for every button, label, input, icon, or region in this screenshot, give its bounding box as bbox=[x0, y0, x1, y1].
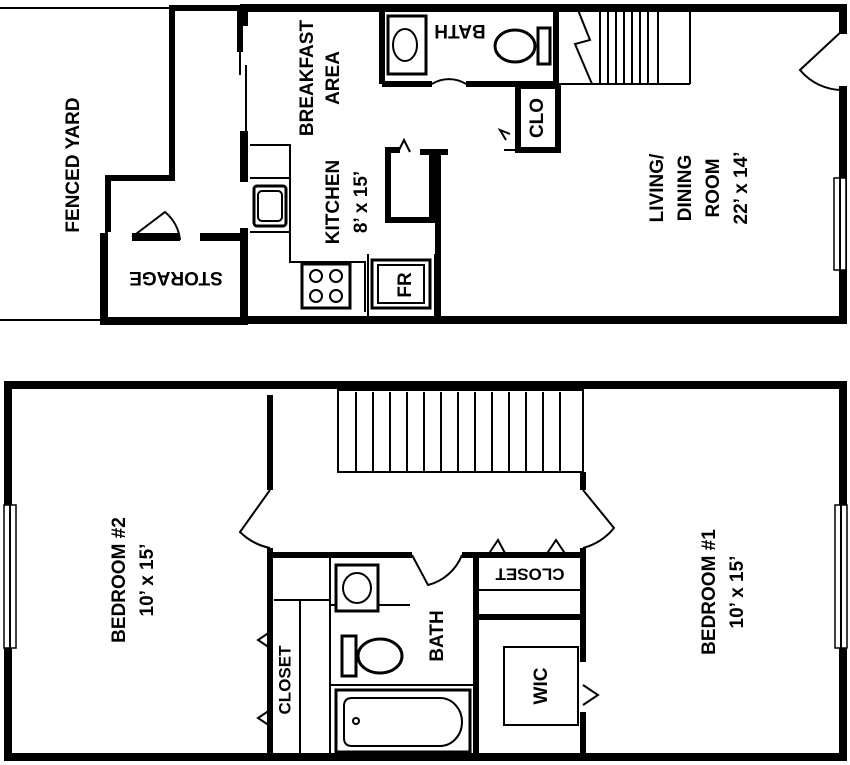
storage-room bbox=[100, 210, 248, 325]
fenced-yard-label: FENCED YARD bbox=[63, 97, 84, 232]
second-floor-exterior bbox=[4, 381, 847, 761]
second-floor-stairs[interactable] bbox=[337, 389, 584, 473]
bath-sink bbox=[386, 14, 428, 76]
upstairs-toilet-bowl bbox=[356, 637, 404, 675]
storage-door-swing bbox=[131, 210, 181, 241]
first-floor-bath: BATH bbox=[379, 8, 559, 87]
toilet-bowl bbox=[493, 28, 537, 64]
fridge-label: FR bbox=[395, 272, 416, 298]
left-closet: CLOSET bbox=[256, 599, 330, 757]
bedroom1-size: 10’ x 15’ bbox=[727, 556, 748, 629]
living-size: 22’ x 14’ bbox=[731, 152, 752, 225]
living-label-3: ROOM bbox=[703, 158, 724, 217]
first-floor-bath-label: BATH bbox=[434, 20, 485, 41]
first-floor-closet: CLO bbox=[497, 83, 561, 153]
upstairs-bath-label: BATH bbox=[427, 610, 448, 661]
wic-label: WIC bbox=[531, 667, 552, 704]
upstairs-toilet-tank bbox=[340, 634, 358, 678]
kitchen-sink bbox=[252, 184, 288, 228]
kitchen-counter bbox=[250, 144, 366, 312]
first-floor-stairs[interactable] bbox=[557, 9, 691, 85]
breakfast-area-label-2: AREA bbox=[323, 51, 344, 105]
clo-label: CLO bbox=[527, 98, 548, 138]
first-floor: FR BATH CLO bbox=[0, 4, 847, 325]
left-closet-label: CLOSET bbox=[275, 645, 294, 715]
walk-in-closet: WIC bbox=[503, 646, 600, 726]
kitchen-size: 8’ x 15’ bbox=[351, 171, 372, 233]
stove bbox=[300, 262, 352, 310]
pantry-partition bbox=[385, 147, 435, 223]
second-floor-bath: BATH bbox=[270, 552, 479, 757]
top-closet-label: CLOSET bbox=[495, 565, 565, 584]
bedroom1-label: BEDROOM #1 bbox=[699, 529, 720, 655]
second-floor: BATH CLOSET CLOSET WIC BEDROOM #2 10’ bbox=[3, 381, 848, 761]
toilet-tank bbox=[536, 26, 552, 66]
bedroom1-door-swing[interactable] bbox=[582, 489, 616, 549]
front-door-swing[interactable] bbox=[798, 29, 844, 92]
breakfast-area-label-1: BREAKFAST bbox=[297, 20, 318, 137]
kitchen-label: KITCHEN bbox=[323, 160, 344, 244]
living-label-2: DINING bbox=[675, 155, 696, 222]
living-label-1: LIVING/ bbox=[647, 153, 668, 222]
refrigerator: FR bbox=[370, 258, 432, 310]
yard-fence bbox=[105, 5, 243, 240]
bedroom2-label: BEDROOM #2 bbox=[109, 517, 130, 643]
storage-label: STORAGE bbox=[129, 267, 223, 288]
bedroom2-size: 10’ x 15’ bbox=[137, 544, 158, 617]
bedroom2-door-swing[interactable] bbox=[238, 489, 271, 549]
top-closet: CLOSET bbox=[476, 538, 583, 620]
